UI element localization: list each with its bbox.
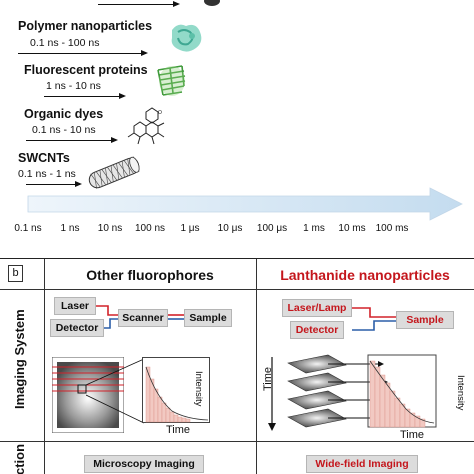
axis-tick-label: 10 μs: [217, 223, 243, 234]
detector-box: Detector: [50, 319, 104, 337]
cropped-particle-icon: [204, 0, 220, 6]
raster-scan-sample-image: [52, 357, 124, 433]
cropped-range-arrow: [98, 0, 180, 7]
probe-name-polymer-nanoparticles: Polymer nanoparticles: [18, 19, 153, 33]
row-label-detection: ction: [12, 443, 27, 474]
axis-tick-label: 10 ns: [97, 223, 123, 234]
organic-dye-molecule-icon: O: [127, 107, 165, 145]
axis-tick-label: 1 μs: [180, 223, 200, 234]
row-label-imaging-system: Imaging System: [12, 309, 27, 409]
column-title-other-fluorophores: Other fluorophores: [86, 267, 214, 283]
column-title-lanthanide-nanoparticles: Lanthanide nanoparticles: [280, 267, 450, 283]
probe-range-organic-dyes: 0.1 ns - 10 ns: [32, 124, 96, 136]
axis-tick-label: 100 ms: [375, 223, 409, 234]
time-gated-image-stack: [268, 354, 437, 431]
probe-arrow-swcnts: [26, 180, 82, 187]
fluorescent-protein-icon: [157, 65, 186, 96]
probe-name-fluorescent-proteins: Fluorescent proteins: [24, 63, 148, 77]
probe-arrow-polymer-nanoparticles: [18, 49, 148, 56]
time-label-other: Time: [166, 424, 191, 436]
microscopy-imaging-box: Microscopy Imaging: [84, 455, 204, 473]
wide-field-imaging-box: Wide-field Imaging: [306, 455, 418, 473]
intensity-label-lanthanide: Intensity: [455, 375, 466, 411]
probe-name-organic-dyes: Organic dyes: [24, 107, 104, 121]
grid-divider-middle: [256, 259, 257, 474]
timeline-axis-arrow: [27, 187, 463, 221]
probe-name-swcnts: SWCNTs: [18, 151, 70, 165]
axis-tick-label: 0.1 ns: [14, 223, 42, 234]
grid-divider-header: [0, 289, 474, 290]
probe-range-swcnts: 0.1 ns - 1 ns: [18, 168, 76, 180]
detector-box-lanthanide: Detector: [290, 321, 344, 339]
panel-letter-b: b: [8, 265, 23, 282]
panel-b-imaging-comparison: b Other fluorophores Lanthanide nanopart…: [0, 258, 474, 474]
probe-range-fluorescent-proteins: 1 ns - 10 ns: [46, 80, 101, 92]
sample-box: Sample: [184, 309, 232, 327]
scanner-box: Scanner: [118, 309, 168, 327]
polymer-nanoparticle-icon: [171, 24, 202, 52]
time-label-lanthanide: Time: [400, 429, 425, 441]
sample-box-lanthanide: Sample: [396, 311, 454, 329]
axis-tick-label: 1 ns: [60, 223, 80, 234]
panel-a-lifetime-timeline: Polymer nanoparticles 0.1 ns - 100 ns Fl…: [14, 0, 463, 234]
grid-divider-bottom-row: [0, 441, 474, 442]
laser-box: Laser: [54, 297, 96, 315]
axis-tick-label: 1 ms: [303, 223, 325, 234]
time-axis-label-lanthanide: Time: [262, 366, 274, 391]
decay-histogram-other: [142, 357, 210, 423]
axis-tick-label: 10 ms: [338, 223, 366, 234]
beam-path-lanthanide: [352, 307, 396, 331]
laser-lamp-box: Laser/Lamp: [282, 299, 352, 317]
probe-arrow-fluorescent-proteins: [44, 92, 126, 99]
carbon-nanotube-icon: [88, 156, 140, 189]
grid-divider-left: [44, 259, 45, 474]
axis-tick-label: 100 μs: [256, 223, 288, 234]
probe-arrow-organic-dyes: [26, 136, 118, 143]
svg-text:O: O: [158, 110, 162, 116]
zoom-connector-lines: [86, 358, 145, 424]
intensity-label-other: Intensity: [193, 371, 204, 407]
beam-path-other: [96, 305, 184, 329]
axis-tick-label: 100 ns: [134, 223, 166, 234]
probe-range-polymer-nanoparticles: 0.1 ns - 100 ns: [30, 37, 100, 49]
